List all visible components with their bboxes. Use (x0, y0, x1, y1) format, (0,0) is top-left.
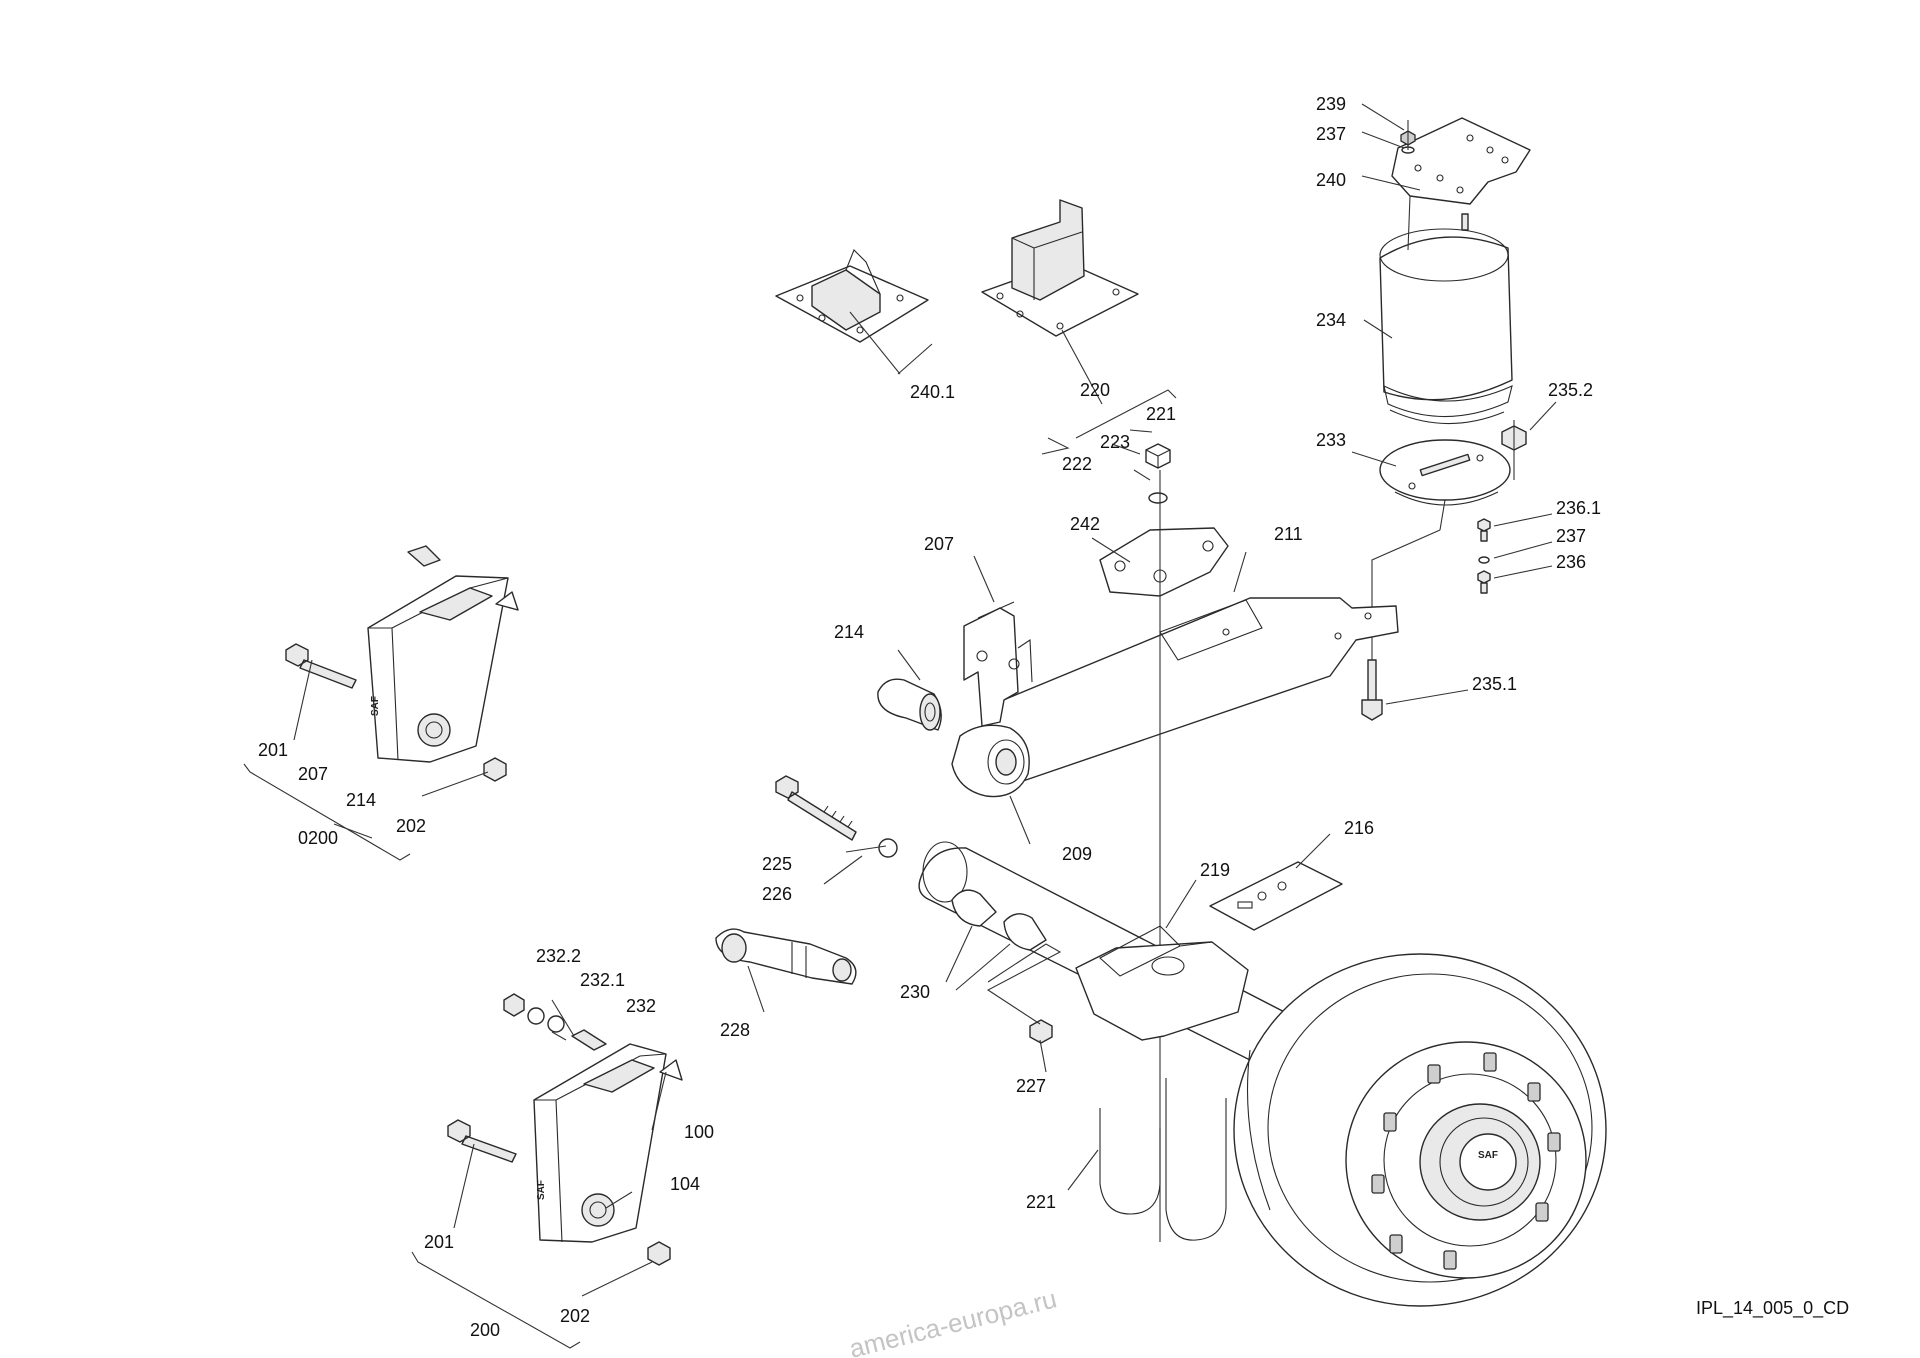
callout-235-1: 235.1 (1472, 674, 1517, 694)
hanger-200-group: SAF (447, 993, 683, 1266)
bolt-232 (571, 1029, 607, 1051)
nut-227 (1029, 1019, 1053, 1044)
callout-100: 100 (684, 1122, 714, 1142)
bushing-230-b (1003, 913, 1047, 951)
callout-219: 219 (1200, 860, 1230, 880)
drawing-reference: IPL_14_005_0_CD (1696, 1298, 1849, 1319)
bolt-201-upper (285, 643, 357, 689)
piston-plate-233 (1379, 439, 1511, 501)
callout-0200: 0200 (298, 828, 338, 848)
callout-226: 226 (762, 884, 792, 904)
hanger-0200-group: SAF (285, 545, 519, 782)
callout-239: 239 (1316, 94, 1346, 114)
washer-232-1-a (527, 1007, 545, 1025)
callout-227: 227 (1016, 1076, 1046, 1096)
top-plate-240 (1391, 117, 1531, 205)
bolt-235-1 (1361, 659, 1383, 721)
callout-104: 104 (670, 1174, 700, 1194)
callout-221-bottom: 221 (1026, 1192, 1056, 1212)
callout-237-top: 237 (1316, 124, 1346, 144)
hub-logo: SAF (1478, 1150, 1498, 1161)
washer-232-1-b (547, 1015, 565, 1033)
hanger-logo-upper: SAF (370, 696, 381, 716)
air-spring-group (1361, 117, 1531, 721)
screw-236 (1477, 570, 1491, 594)
nut-232-2 (503, 993, 525, 1017)
clamp-plate-242 (1099, 527, 1229, 597)
callout-235-2: 235.2 (1548, 380, 1593, 400)
callout-230: 230 (900, 982, 930, 1002)
bracket-pair-240-1 (775, 199, 1139, 343)
callout-223: 223 (1100, 432, 1130, 452)
callout-242: 242 (1070, 514, 1100, 534)
spring-eye-209 (951, 724, 1030, 798)
callout-236-1: 236.1 (1556, 498, 1601, 518)
callout-233: 233 (1316, 430, 1346, 450)
axle-seat-219 (1075, 941, 1249, 1041)
callout-211: 211 (1274, 524, 1303, 544)
callout-240: 240 (1316, 170, 1346, 190)
callout-201-lower: 201 (424, 1232, 454, 1252)
callout-232-1: 232.1 (580, 970, 625, 990)
screw-236-1 (1477, 518, 1491, 542)
callout-214-left: 214 (346, 790, 376, 810)
u-bolt-221-left (1099, 1108, 1161, 1215)
callout-236: 236 (1556, 552, 1586, 572)
trailing-arm-211 (983, 597, 1399, 786)
axle-group: SAF (918, 841, 1607, 1307)
callout-200: 200 (470, 1320, 500, 1340)
shock-absorber-group (715, 775, 1062, 1044)
callout-228: 228 (720, 1020, 750, 1040)
nut-202-lower (647, 1241, 671, 1266)
u-bolt-221-right (1165, 1078, 1227, 1241)
callout-214-main: 214 (834, 622, 864, 642)
hanger-logo-lower: SAF (536, 1180, 547, 1200)
hanger-bracket-207 (963, 607, 1019, 727)
wheel-studs (1371, 1052, 1561, 1270)
air-bellow-234 (1379, 236, 1513, 401)
callout-207-left: 207 (298, 764, 328, 784)
stud-upper (407, 545, 441, 567)
callout-209: 209 (1062, 844, 1092, 864)
bolt-201-lower (447, 1119, 517, 1163)
callout-222: 222 (1062, 454, 1092, 474)
shim-216 (1209, 861, 1343, 931)
callout-232-2: 232.2 (536, 946, 581, 966)
callout-216: 216 (1344, 818, 1374, 838)
callout-220: 220 (1080, 380, 1110, 400)
trailing-arm-group (877, 443, 1399, 1242)
washer-222 (1148, 492, 1168, 504)
washer-237-lower (1478, 556, 1490, 564)
nut-202-upper (483, 757, 507, 782)
callout-232: 232 (626, 996, 656, 1016)
callout-207-main: 207 (924, 534, 954, 554)
callout-240-1: 240.1 (910, 382, 955, 402)
callout-237-mid: 237 (1556, 526, 1586, 546)
callout-202-upper: 202 (396, 816, 426, 836)
washer-226 (878, 838, 898, 858)
bolt-225 (775, 775, 857, 841)
leader-lines (243, 103, 1557, 1349)
callout-201-upper: 201 (258, 740, 288, 760)
bushing-230-a (951, 889, 997, 927)
watermark: america-europa.ru (846, 1283, 1059, 1358)
callout-225: 225 (762, 854, 792, 874)
callout-labels: 239 237 240 234 235.2 233 236.1 237 236 … (258, 94, 1601, 1340)
callout-221-top: 221 (1146, 404, 1176, 424)
callout-202-lower: 202 (560, 1306, 590, 1326)
callout-234: 234 (1316, 310, 1346, 330)
hanger-bracket-200 (533, 1043, 667, 1243)
